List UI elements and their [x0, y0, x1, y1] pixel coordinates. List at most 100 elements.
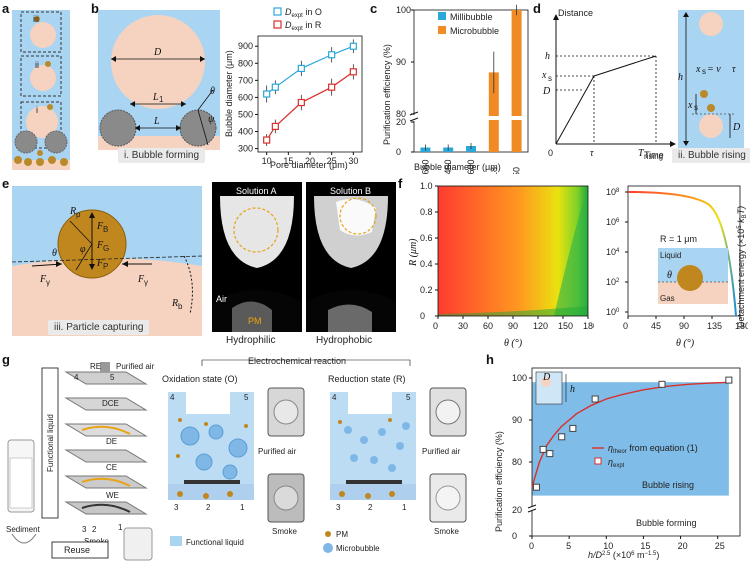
photo-a-caption: Hydrophilic [226, 335, 276, 346]
symbol-L: L [153, 116, 160, 127]
g-re: RE [90, 362, 101, 371]
f-xtick-label: 120 [533, 321, 548, 331]
g-red-smoke: Smoke [434, 527, 459, 536]
e-phi: φ [80, 244, 86, 255]
h-ytick-label: 20 [512, 505, 522, 515]
f2-ylabel: Detachment energy (×105 kBT) [736, 206, 748, 328]
h-inset-bubble [541, 377, 551, 387]
panel-label-f: f [398, 176, 403, 191]
d-rise-xs: x [687, 100, 693, 111]
e-FG: F [96, 240, 104, 251]
chart-b-ylabel: Bubble diameter (μm) [224, 50, 234, 137]
panel-d-rising-schematic: h x s = v τ x s D [678, 10, 744, 150]
chart-b-xtick-label: 25 [327, 156, 337, 166]
g-sediment: Sediment [6, 525, 41, 534]
chart-b-legend-label: Dexpt in R [285, 20, 322, 32]
e-Fg-right-sub: γ [144, 278, 148, 287]
f-xtick-label: 90 [508, 321, 518, 331]
f-ylabel: R (μm) [408, 238, 419, 267]
h-axis-break-mark [527, 504, 537, 509]
g-legend-micro: Microbubble [336, 544, 380, 553]
f-ytick-label: 0.4 [420, 259, 433, 269]
stage-label-ii: ii [35, 60, 39, 70]
h-inset-h: h [570, 384, 575, 395]
chart-purification-bars: Purification efficiency (%) Bubble diame… [382, 4, 529, 174]
chart-h-efficiency: Purification efficiency (%) h/D2.5 (×106… [494, 367, 741, 560]
symbol-L1-sub: 1 [159, 95, 164, 104]
h-point [658, 380, 666, 388]
g-n4: 4 [74, 373, 79, 382]
panel-label-e: e [2, 176, 10, 191]
d-xs-sub: s [548, 74, 552, 83]
g-purified-air: Purified air [116, 362, 155, 371]
stage-box-ii [20, 55, 62, 97]
chart-b-ytick-label: 500 [238, 109, 253, 119]
legend-millibubble: Millibubble [450, 12, 493, 22]
e-Fg-right: F [137, 274, 145, 285]
f-inset-liquid: Liquid [660, 251, 681, 260]
legend-functional-liquid-swatch [170, 536, 182, 546]
e-Fp-sub: P [103, 262, 108, 271]
f-xlabel: θ (°) [504, 338, 523, 349]
e-Fg-left-sub: γ [46, 278, 50, 287]
photo-solution-b: Solution B [306, 182, 396, 332]
g-red-title: Reduction state (R) [328, 374, 406, 384]
d-rise-eq-tau: τ [732, 64, 736, 75]
g-ox-purified: Purified air [258, 447, 297, 456]
g-n5: 5 [110, 373, 115, 382]
chart-b-series-line [266, 71, 354, 141]
h-legend-theory: ηtheor from equation (1) [608, 443, 698, 455]
chart-c-category-label: 6,660 [420, 159, 430, 174]
h-inset-D: D [542, 372, 551, 383]
f2-xtick-label: 90 [679, 321, 689, 331]
d-trising-sub: rising [644, 152, 663, 161]
d-zero: 0 [548, 148, 553, 158]
chart-b-point [271, 122, 279, 131]
symbol-L1: L [152, 92, 159, 103]
panel-label-b: b [91, 1, 99, 16]
chart-b-xlabel: Pore diameter (μm) [270, 160, 348, 170]
panel-e-particle-capture: R p F B F G F P φ θ F γ F γ R b [12, 186, 202, 336]
g-we: WE [106, 491, 119, 500]
g-ce: CE [106, 463, 117, 472]
h-point [532, 483, 540, 491]
chart-b-point [263, 136, 271, 144]
chart-c-bar-break [487, 116, 500, 120]
panel-d-distance-time: Distance Time h x s D 0 τ T rising [541, 8, 676, 161]
d-rise-eq: x [695, 64, 701, 75]
h-ytick-label: 100 [512, 373, 527, 383]
g-ox-smoke: Smoke [272, 527, 297, 536]
e-theta: θ [52, 248, 57, 259]
g-ox-port2: 2 [206, 503, 211, 512]
h-xtick-label: 20 [678, 541, 688, 551]
legend-swatch-millibubble [438, 12, 446, 20]
d-axis-distance: Distance [558, 8, 593, 18]
chart-b-legend-swatch [273, 7, 282, 16]
e-Rp-sub: p [76, 210, 81, 219]
f2-xtick-label: 135 [707, 321, 722, 331]
h-region-rising-label: Bubble rising [642, 480, 694, 490]
g-red-purified: Purified air [422, 447, 461, 456]
symbol-psi: ψ [208, 114, 215, 125]
e-FG-sub: G [103, 244, 109, 253]
legend-microbubble: Microbubble [450, 26, 499, 36]
g-n2: 2 [92, 525, 97, 534]
h-ytick-label: 90 [512, 415, 522, 425]
f2-xlabel: θ (°) [676, 338, 695, 349]
photo-solution-a: Solution A Air PM [212, 182, 302, 332]
stage-box-iii [20, 11, 62, 53]
g-legend-liquid: Functional liquid [186, 538, 244, 547]
f2-xtick-label: 180 [735, 321, 748, 331]
e-Rb: R [171, 298, 178, 309]
chart-b-xtick-label: 20 [305, 156, 315, 166]
f-inset-theta: θ [667, 270, 672, 281]
photo-b-title: Solution B [330, 186, 371, 196]
panel-f-heatmap: 030609012015018000.20.40.60.81.0 R (μm) … [408, 181, 594, 349]
f-ytick-label: 1.0 [420, 181, 433, 191]
g-red-port2: 2 [368, 503, 373, 512]
g-smoke: Smoke [84, 537, 109, 546]
panel-g-reaction-schematic: Electrochemical reaction Oxidation state… [162, 356, 467, 553]
photo-b-caption: Hydrophobic [316, 335, 373, 346]
chart-b-point [297, 98, 305, 107]
